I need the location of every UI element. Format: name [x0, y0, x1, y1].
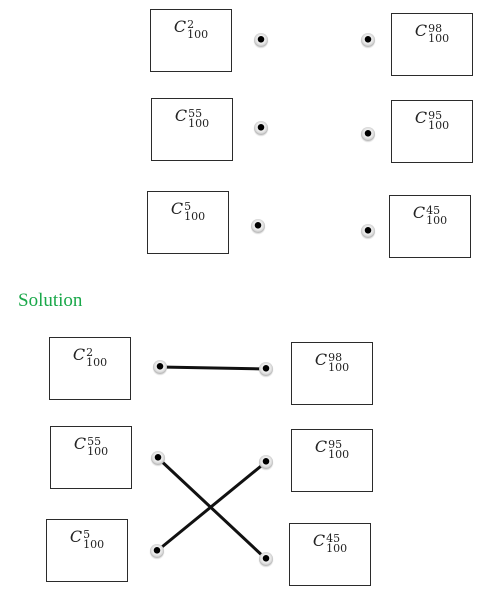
- connection-line-2-98: [158, 365, 268, 371]
- solution-dot-left-1[interactable]: [153, 360, 167, 374]
- solution-heading: Solution: [18, 290, 83, 311]
- connector-dot-right-2[interactable]: [361, 127, 375, 141]
- connection-line-55-45: [156, 456, 268, 561]
- solution-dot-right-3[interactable]: [259, 552, 273, 566]
- solution-dot-left-2[interactable]: [151, 451, 165, 465]
- solution-dot-left-3[interactable]: [150, 544, 164, 558]
- connector-dot-left-1[interactable]: [254, 33, 268, 47]
- connector-dot-left-3[interactable]: [251, 219, 265, 233]
- connection-line-5-95: [155, 460, 268, 553]
- solution-dot-right-2[interactable]: [259, 455, 273, 469]
- connector-dot-right-3[interactable]: [361, 224, 375, 238]
- connector-dot-left-2[interactable]: [254, 121, 268, 135]
- connector-dot-right-1[interactable]: [361, 33, 375, 47]
- solution-dot-right-1[interactable]: [259, 362, 273, 376]
